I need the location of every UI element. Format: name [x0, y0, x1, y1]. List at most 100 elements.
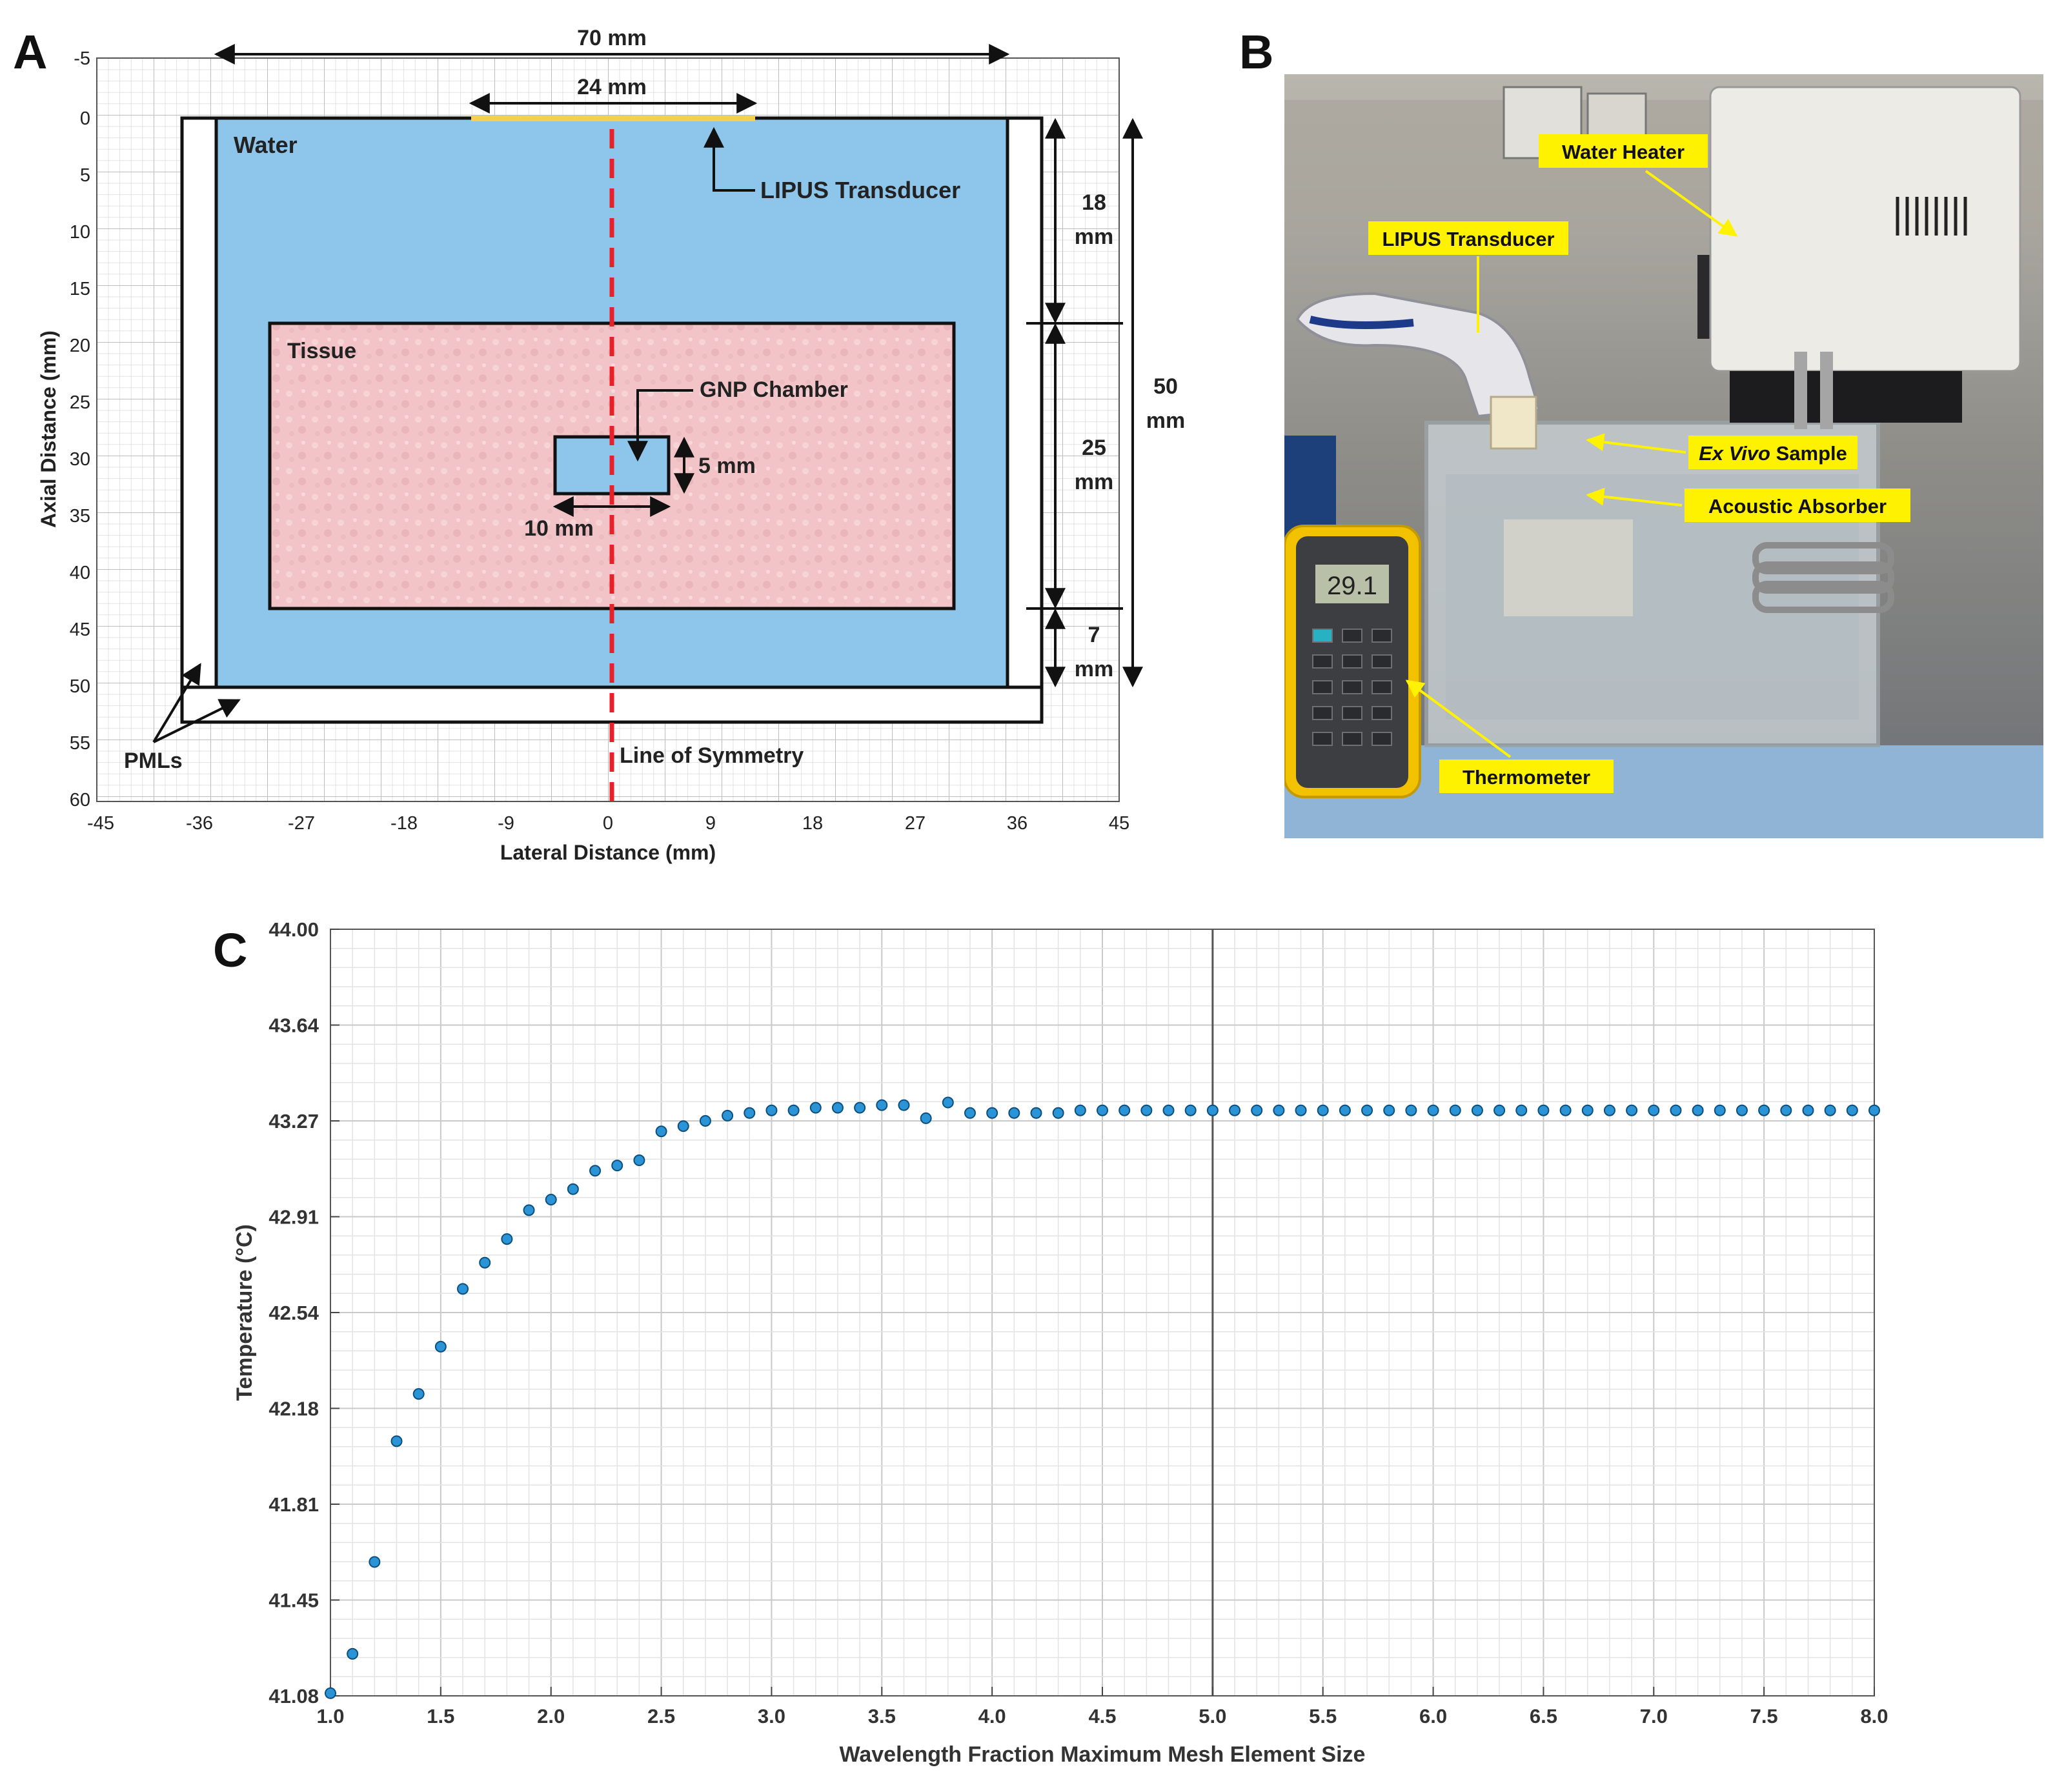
data-point: [1162, 1104, 1175, 1116]
y-tick: 10: [70, 222, 90, 243]
callout-transducer-box: [1368, 221, 1568, 255]
data-point: [501, 1233, 513, 1245]
data-point: [1581, 1104, 1594, 1116]
data-point: [1802, 1104, 1814, 1116]
heater-vent: [1896, 197, 1967, 236]
data-point: [787, 1104, 800, 1116]
x-tick-label: 7.0: [1640, 1705, 1668, 1727]
data-point: [589, 1165, 602, 1177]
data-point: [369, 1556, 381, 1568]
data-point: [1603, 1104, 1615, 1116]
x-tick-label: 3.5: [868, 1705, 896, 1727]
x-tick: -9: [498, 813, 514, 834]
data-point: [1229, 1104, 1241, 1116]
callout-sample-box: [1688, 436, 1858, 469]
x-tick-label: 6.5: [1530, 1705, 1557, 1727]
data-point: [1537, 1104, 1550, 1116]
y-tick-label: 43.27: [268, 1110, 319, 1133]
y-tick: 5: [80, 165, 90, 186]
data-point: [854, 1102, 866, 1114]
dimension-7mm-unit: mm: [1075, 657, 1113, 681]
data-point: [1119, 1104, 1131, 1116]
panel-b-letter: B: [1239, 25, 1274, 79]
y-tick-label: 41.45: [268, 1589, 319, 1612]
transducer-head: [1490, 396, 1537, 450]
data-point: [898, 1099, 910, 1111]
data-point: [479, 1256, 491, 1269]
x-tick-label: 7.5: [1750, 1705, 1778, 1727]
data-point: [809, 1102, 822, 1114]
callout-thermometer-box: [1439, 760, 1614, 793]
data-point: [1559, 1104, 1572, 1116]
y-axis-label: Axial Distance (mm): [37, 330, 60, 528]
data-point: [1140, 1104, 1153, 1116]
chart-gridlines: [330, 929, 1874, 1696]
panel-a-letter: A: [13, 25, 48, 79]
data-point: [744, 1107, 756, 1119]
callout-absorber: Acoustic Absorber: [1708, 495, 1887, 518]
chart-x-axis-label: Wavelength Fraction Maximum Mesh Element…: [840, 1742, 1366, 1767]
x-tick: -18: [390, 813, 418, 834]
x-tick-label: 2.0: [537, 1705, 565, 1727]
data-point: [1868, 1104, 1880, 1116]
x-tick-label: 4.0: [978, 1705, 1006, 1727]
callout-pointer: [1586, 487, 1683, 507]
water-heater-unit: [1709, 86, 2021, 372]
x-tick-label: 5.5: [1309, 1705, 1337, 1727]
y-tick: 60: [70, 790, 90, 810]
y-tick: 40: [70, 563, 90, 583]
data-point: [1670, 1104, 1682, 1116]
x-tick: 27: [905, 813, 926, 834]
y-tick: 25: [70, 392, 90, 413]
transducer-pointer: [704, 126, 755, 192]
data-point: [1405, 1104, 1417, 1116]
data-point: [325, 1687, 336, 1699]
data-point: [1471, 1104, 1483, 1116]
y-tick-label: 41.08: [268, 1685, 319, 1707]
data-point: [1383, 1104, 1395, 1116]
data-point: [964, 1107, 976, 1119]
data-point: [457, 1283, 469, 1295]
y-tick: 35: [70, 506, 90, 527]
data-point: [1074, 1104, 1086, 1116]
data-point: [1626, 1104, 1638, 1116]
data-point: [1251, 1104, 1263, 1116]
callout-pointer: [1405, 680, 1512, 758]
thermometer-keypad: [1312, 629, 1392, 746]
x-tick: -45: [87, 813, 114, 834]
data-point: [1273, 1104, 1285, 1116]
data-point: [523, 1204, 535, 1216]
dimension-10mm: 10 mm: [524, 516, 594, 541]
callout-thermometer: Thermometer: [1463, 766, 1590, 789]
heater-coil: [1752, 542, 1894, 613]
gnp-chamber-pointer: [627, 389, 693, 462]
water-label: Water: [234, 132, 298, 158]
x-tick: 18: [802, 813, 823, 834]
y-tick: 30: [70, 449, 90, 470]
data-point: [1736, 1104, 1748, 1116]
x-tick: 0: [603, 813, 613, 834]
chart-y-axis-label: Temperature (°C): [232, 1224, 257, 1401]
callout-absorber-box: [1685, 488, 1910, 522]
callout-water-heater: Water Heater: [1562, 141, 1685, 163]
data-point: [1824, 1104, 1836, 1116]
pmls-label: PMLs: [124, 749, 183, 773]
data-point: [1780, 1104, 1792, 1116]
dimension-18mm: 18: [1082, 190, 1106, 215]
data-point: [390, 1435, 403, 1447]
data-point: [1758, 1104, 1770, 1116]
transducer-stripe: [1309, 316, 1414, 329]
heater-pipe: [1820, 352, 1833, 429]
tissue-label: Tissue: [287, 339, 356, 363]
x-axis-ticks: -45 -36 -27 -18 -9 0 9 18 27 36 45: [87, 813, 1129, 834]
x-tick: 45: [1109, 813, 1129, 834]
x-tick: 9: [705, 813, 716, 834]
data-point: [412, 1388, 425, 1400]
data-point: [611, 1160, 623, 1172]
data-point: [920, 1112, 932, 1124]
data-point: [1008, 1107, 1020, 1119]
transducer-label: LIPUS Transducer: [760, 177, 960, 203]
heater-base: [1730, 371, 1962, 423]
x-tick: -36: [186, 813, 213, 834]
data-point: [347, 1647, 359, 1660]
